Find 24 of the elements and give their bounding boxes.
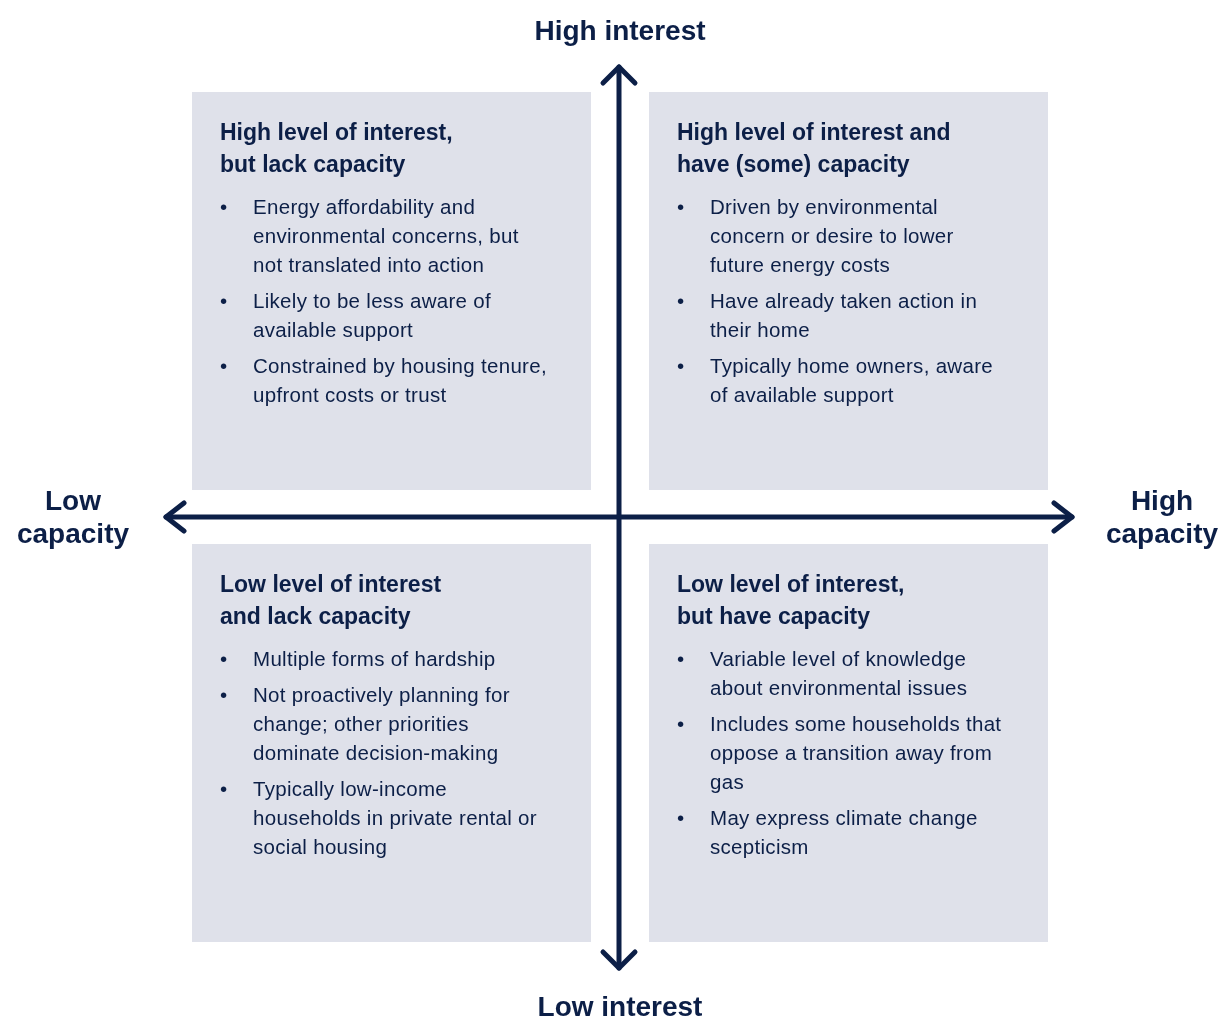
bullet-point: • Typically home owners, aware of available support bbox=[677, 353, 994, 408]
bullet-point: • Likely to be less aware of available support bbox=[220, 288, 492, 343]
bullet-point: • Typically low-income households in private rental or social housing bbox=[220, 776, 538, 860]
quadrant-box bbox=[649, 544, 1048, 942]
bullet-point: • Multiple forms of hardship bbox=[220, 646, 497, 672]
quadrant-heading: Low level of interest and lack capacity bbox=[220, 570, 443, 631]
axis-label: High capacity bbox=[1104, 484, 1220, 550]
bullet-point: • Variable level of knowledge about environmental issues bbox=[677, 646, 969, 701]
quadrant-box bbox=[192, 544, 591, 942]
quadrant-heading: High level of interest and have (some) capacity bbox=[677, 118, 952, 179]
quadrant-heading: Low level of interest, but have capacity bbox=[677, 570, 906, 631]
axis-label: Low interest bbox=[536, 990, 704, 1021]
quadrant-heading: High level of interest, but lack capacity bbox=[220, 118, 454, 179]
bullet-point: • Includes some households that oppose a transition away from gas bbox=[677, 711, 1003, 795]
axis-label: High interest bbox=[533, 14, 707, 47]
bullet-point: • Not proactively planning for change; other priorities dominate decision-making bbox=[220, 682, 511, 766]
axis-label: Low capacity bbox=[15, 484, 131, 550]
bullet-point: • Constrained by housing tenure, upfront costs or trust bbox=[220, 353, 548, 408]
bullet-point: • May express climate change scepticism bbox=[677, 805, 979, 860]
quadrant-box bbox=[192, 92, 591, 490]
bullet-point: • Energy affordability and environmental concerns, but not translated into action bbox=[220, 194, 520, 278]
quadrant-box bbox=[649, 92, 1048, 490]
bullet-point: • Driven by environmental concern or desire to lower future energy costs bbox=[677, 194, 955, 278]
bullet-point: • Have already taken action in their home bbox=[677, 288, 979, 343]
